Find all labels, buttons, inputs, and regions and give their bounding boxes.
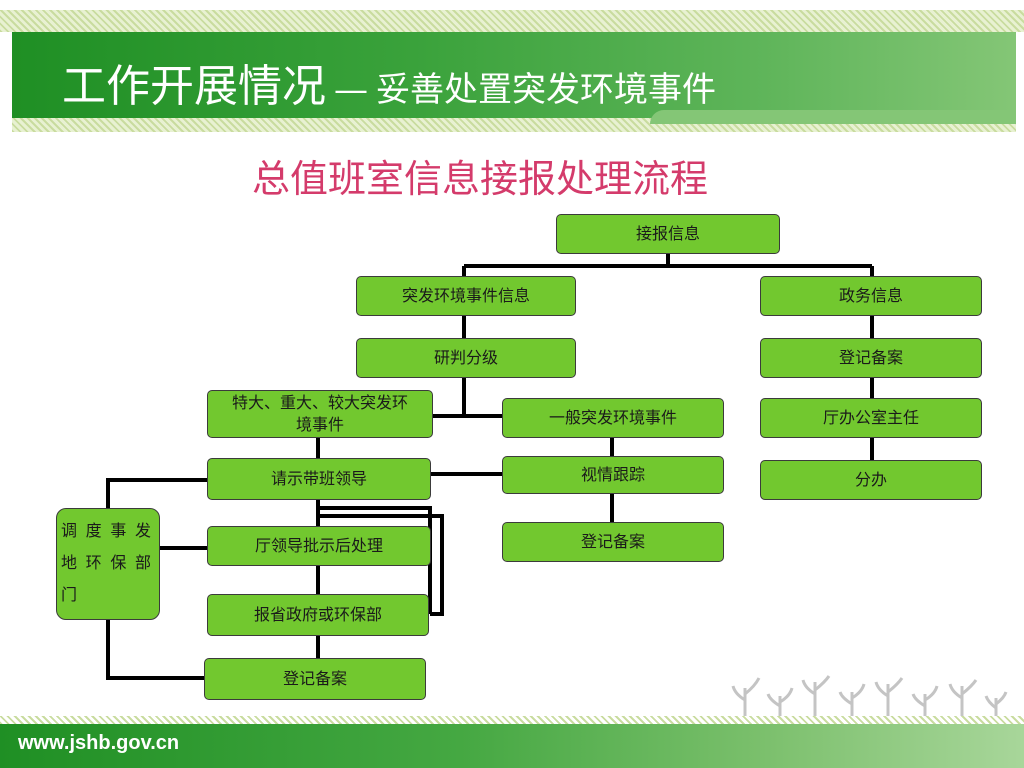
- node-general-event: 一般突发环境事件: [502, 398, 724, 438]
- node-distribute: 分办: [760, 460, 982, 500]
- node-receive: 接报信息: [556, 214, 780, 254]
- node-request-leader: 请示带班领导: [207, 458, 431, 500]
- node-register-middle: 登记备案: [502, 522, 724, 562]
- footer-bar: [0, 724, 1024, 768]
- footer-decor-stripe: [0, 716, 1024, 724]
- node-gov-affairs-info: 政务信息: [760, 276, 982, 316]
- title-main: 工作开展情况: [62, 61, 326, 112]
- top-decor-stripe: [0, 10, 1024, 32]
- node-track: 视情跟踪: [502, 456, 724, 494]
- node-env-event-info: 突发环境事件信息: [356, 276, 576, 316]
- title-banner: [12, 32, 1016, 124]
- node-office-director: 厅办公室主任: [760, 398, 982, 438]
- title-dash: —: [334, 70, 368, 110]
- title-sub: 妥善处置突发环境事件: [376, 70, 716, 110]
- node-register-left: 登记备案: [204, 658, 426, 700]
- node-major-events: 特大、重大、较大突发环境事件: [207, 390, 433, 438]
- node-register-right: 登记备案: [760, 338, 982, 378]
- page-title: 工作开展情况—妥善处置突发环境事件: [62, 50, 716, 114]
- footer-url-link[interactable]: www.jshb.gov.cn: [18, 732, 180, 754]
- node-dispatch-local: 调度事发地环保部门: [56, 508, 160, 620]
- node-report-gov: 报省政府或环保部: [207, 594, 429, 636]
- node-leader-approval: 厅领导批示后处理: [207, 526, 431, 566]
- banner-tab: [650, 110, 1016, 124]
- flow-title: 总值班室信息接报处理流程: [251, 157, 708, 201]
- node-judge-grade: 研判分级: [356, 338, 576, 378]
